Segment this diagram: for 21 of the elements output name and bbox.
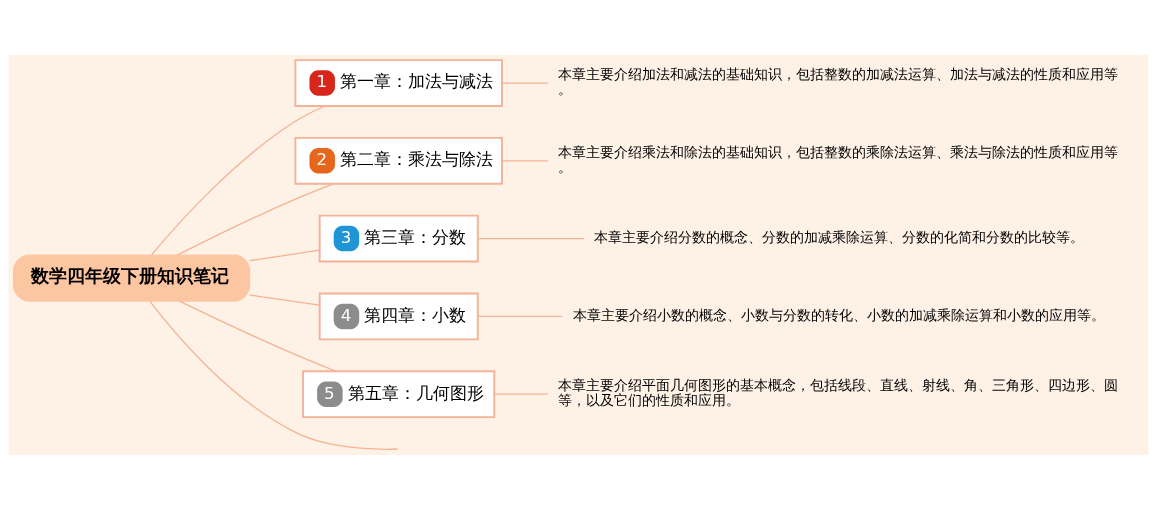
node-text: 本章主要介绍平面几何图形的基本概念，包括线段、直线、射线、角、三角形、四边形、圆等，以及它们的性质和应用。: [558, 377, 1119, 409]
node-box: 3 第三章：分数: [318, 214, 479, 263]
connector: [494, 393, 549, 395]
node-text: 本章主要介绍乘法和除法的基础知识，包括整数的乘除法运算、乘法与除法的性质和应用等。: [558, 143, 1119, 176]
node-text: 本章主要介绍分数的概念、分数的加减乘除运算、分数的化简和分数的比较等。: [594, 229, 1085, 246]
node-box: 5 第五章：几何图形: [302, 370, 496, 419]
node-box: 4 第四章：小数: [318, 292, 479, 341]
node-box: 2 第二章：乘法与除法: [294, 136, 503, 185]
connector: [249, 249, 321, 262]
connector: [178, 300, 337, 372]
node-box: 数学四年级下册知识笔记: [13, 254, 251, 302]
connector: [249, 294, 321, 306]
node-text: 本章主要介绍加法和减法的基础知识，包括整数的加减法运算、加法与减法的性质和应用等。: [558, 65, 1119, 98]
connector: [501, 82, 549, 84]
connector: [477, 237, 585, 240]
connector: [501, 160, 549, 162]
connector: [150, 105, 326, 256]
node-box: 1 第一章：加法与减法: [294, 59, 503, 107]
node-text: 本章主要介绍小数的概念、小数与分数的转化、小数的加减乘除运算和小数的应用等。: [572, 306, 1105, 323]
connector: [477, 315, 563, 318]
connector: [176, 183, 335, 256]
